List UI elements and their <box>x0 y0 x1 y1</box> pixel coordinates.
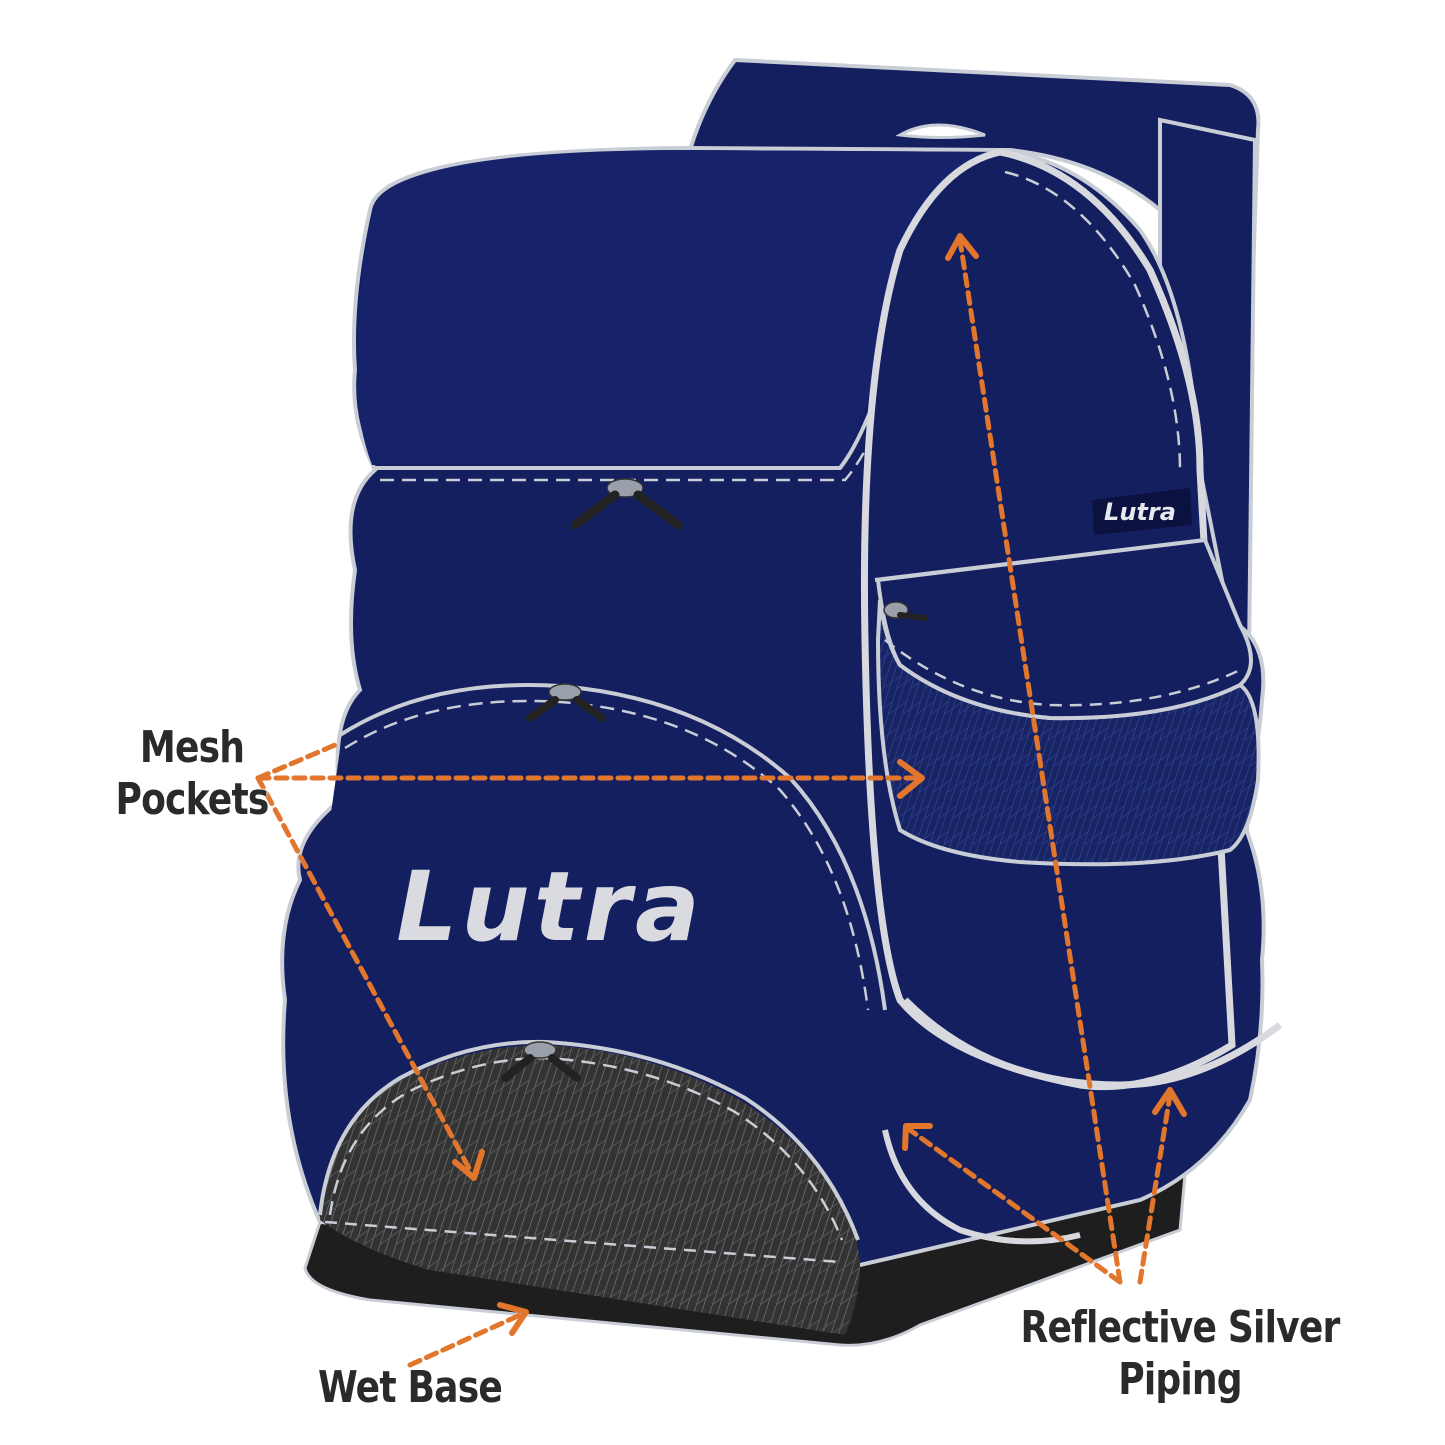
label-mesh-pockets: Mesh Pockets <box>110 722 274 826</box>
middle-zip-puller <box>526 683 606 722</box>
side-pocket-flap <box>875 537 1253 721</box>
label-mesh-line-2: Pockets <box>115 774 269 825</box>
side-zip-puller <box>883 601 928 621</box>
arrow-piping-side <box>907 1127 1123 1285</box>
arrowhead-piping-side <box>902 1123 933 1151</box>
arrow-piping-lower <box>1137 1092 1173 1285</box>
arrow-mesh-bottom <box>255 775 473 1173</box>
top-lid-stitching <box>380 166 1011 482</box>
arrow-piping-top <box>957 237 1123 1285</box>
arrowhead-wet-base <box>497 1302 529 1336</box>
side-panel-stitching <box>1004 170 1182 471</box>
label-mesh-line-1: Mesh <box>139 722 245 773</box>
middle-pocket-stitching <box>344 699 870 1011</box>
callout-arrows <box>255 237 1173 1368</box>
side-pocket-stitching <box>884 639 1241 707</box>
side-logo-text: Lutra <box>1104 498 1176 526</box>
label-reflective-line-2: Piping <box>1118 1354 1242 1405</box>
middle-pocket-piping <box>338 683 887 1011</box>
lower-side-piping <box>902 997 1283 1089</box>
middle-pocket <box>312 686 880 1010</box>
top-zip-puller <box>570 478 683 530</box>
top-lid <box>357 150 1000 465</box>
label-reflective-piping: Reflective Silver Piping <box>1020 1302 1341 1406</box>
label-wet-base: Wet Base <box>317 1362 503 1413</box>
arrowhead-piping-lower <box>1152 1087 1187 1117</box>
arrowhead-piping-top <box>945 233 979 261</box>
back-panel <box>687 57 1261 305</box>
bottom-pocket-stitching <box>328 1056 844 1241</box>
arrow-heads <box>452 233 1187 1336</box>
side-to-base-piping <box>882 1129 1081 1245</box>
arrowhead-mesh-side <box>897 759 925 799</box>
base-seam-stitching <box>324 1220 841 1264</box>
side-brand-tag: Lutra <box>1092 488 1192 535</box>
carry-handle <box>895 123 986 139</box>
arrowhead-mesh-bottom <box>452 1149 485 1181</box>
bottom-zip-puller <box>501 1041 581 1082</box>
label-reflective-line-1: Reflective Silver <box>1020 1302 1341 1353</box>
arrow-mesh-top <box>255 742 338 781</box>
front-logo-text: Lutra <box>396 851 704 963</box>
arrow-wet-base <box>407 1312 523 1368</box>
bottom-mesh-pocket <box>320 1045 860 1335</box>
